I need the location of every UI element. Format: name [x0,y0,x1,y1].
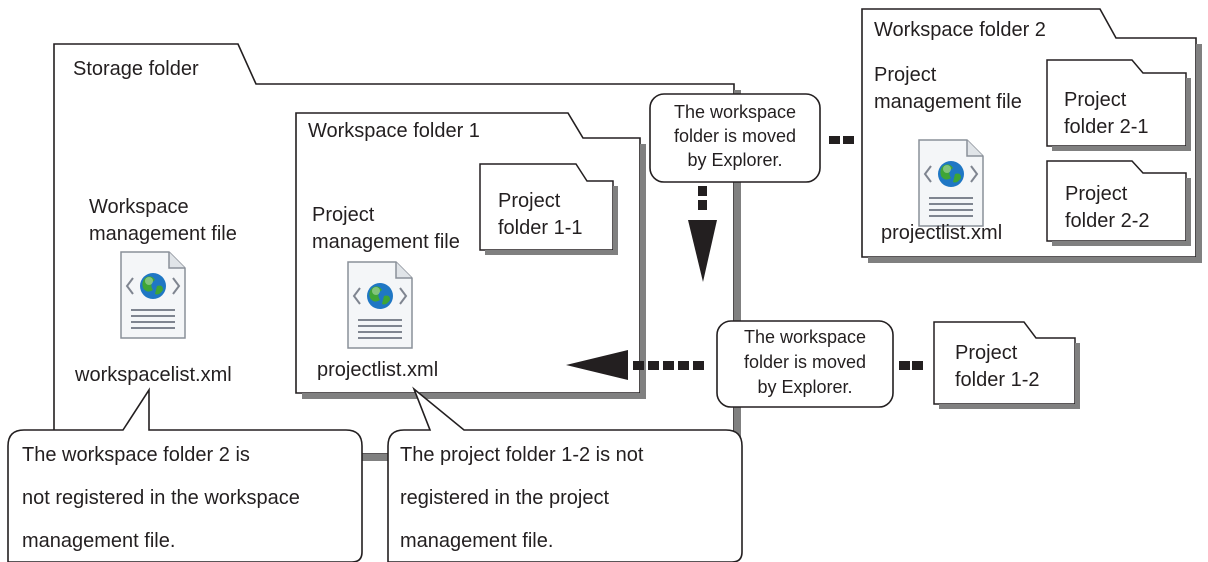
project-folder-2-2-label: Project [1065,183,1128,205]
xml-file-icon [918,139,984,227]
workspace-folder-2-label: Workspace folder 2 [874,19,1046,41]
move-note-top-bubble [649,93,821,183]
callout-left-bubble [7,387,363,562]
connector-dashes-top [829,136,854,144]
move-note-bottom-text: The workspace [743,327,867,347]
connector-dashes-bottom [899,361,923,370]
move-note-top-text: folder is moved [673,126,797,146]
projectlist-filename: projectlist.xml [881,222,1003,244]
storage-folder-label: Storage folder [73,58,199,80]
project-folder-2-1-label: Project [1064,89,1127,111]
xml-file-icon [120,251,186,339]
callout-right-text: registered in the project [400,487,610,509]
callout-right-bubble [387,386,743,562]
callout-left-text: not registered in the workspace [22,487,300,509]
move-note-bottom-bubble [716,320,894,408]
workspacelist-filename: workspacelist.xml [75,364,232,386]
project-folder-1-2 [933,321,1080,409]
projectlist-filename: projectlist.xml [317,359,439,381]
project-folder-2-2 [1046,160,1191,246]
callout-right-text: management file. [400,530,554,552]
xml-file-icon [347,261,413,349]
move-note-bottom-text: folder is moved [743,352,867,372]
move-note-top-text: by Explorer. [687,150,783,170]
move-note-top-text: The workspace [673,102,797,122]
callout-right-text: The project folder 1-2 is not [400,444,644,466]
callout-left-text: The workspace folder 2 is [22,444,250,466]
project-folder-1-1-label: folder 1-1 [498,217,583,239]
project-file-caption: Project [312,204,375,226]
project-file-caption: Project [874,64,937,86]
project-folder-1-2-label: Project [955,342,1018,364]
arrow-icon [688,186,717,282]
arrow-icon [566,350,704,380]
workspace-folder-1-label: Workspace folder 1 [308,120,480,142]
project-folder-1-2-label: folder 1-2 [955,369,1040,391]
project-folder-2-1 [1046,59,1191,151]
project-folder-1-1 [479,163,618,255]
workspace-folder-1 [295,112,646,399]
workspace-file-caption: management file [89,223,237,245]
project-folder-1-1-label: Project [498,190,561,212]
workspace-file-caption: Workspace [89,196,189,218]
project-folder-2-2-label: folder 2-2 [1065,210,1150,232]
callout-left-text: management file. [22,530,176,552]
project-file-caption: management file [874,91,1022,113]
project-file-caption: management file [312,231,460,253]
move-note-bottom-text: by Explorer. [757,377,853,397]
project-folder-2-1-label: folder 2-1 [1064,116,1149,138]
